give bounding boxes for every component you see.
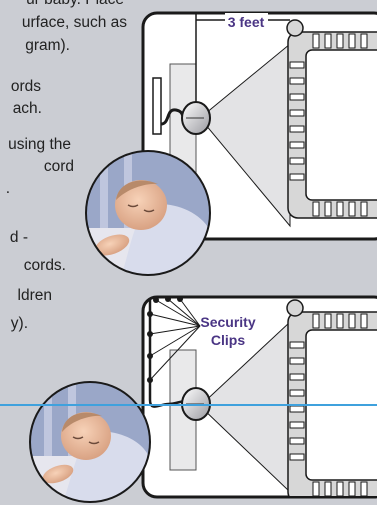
crib bbox=[288, 312, 377, 502]
room-diagram-bottom: Security Clips bbox=[143, 296, 377, 502]
clips-label-line1: Security bbox=[200, 314, 255, 330]
clips-label-line2: Clips bbox=[211, 332, 245, 348]
baby-photo-bottom bbox=[30, 382, 152, 505]
crib-post bbox=[287, 300, 303, 316]
distance-label: 3 feet bbox=[228, 14, 265, 30]
crib-post bbox=[287, 20, 303, 36]
wall-outlet bbox=[153, 78, 161, 134]
crib bbox=[288, 32, 377, 218]
